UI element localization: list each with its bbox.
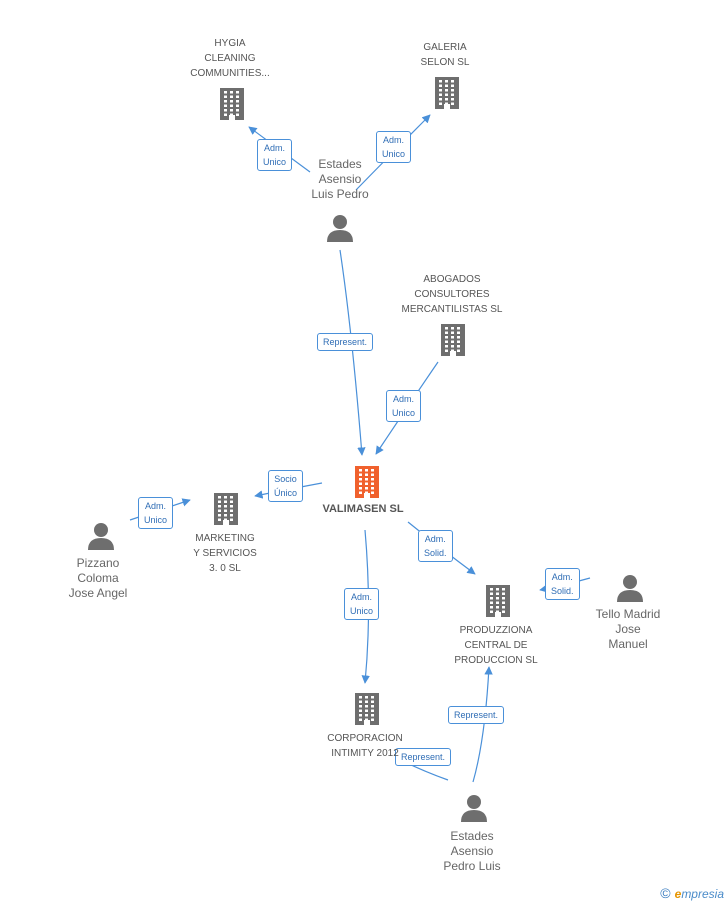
edge-label-valimasen-to-marketing[interactable]: Socio Único (268, 470, 304, 502)
tello-person-icon[interactable] (617, 575, 643, 602)
edge-estades_pedro-to-produzziona (472, 666, 493, 783)
galeria-building-icon[interactable] (435, 77, 459, 109)
node-label-pizzano[interactable]: Pizzano Coloma Jose Angel (68, 556, 128, 600)
estades_luis-person-icon[interactable] (327, 215, 353, 242)
node-label-estades_pedro[interactable]: Estades Asensio Pedro Luis (443, 829, 501, 873)
node-label-galeria[interactable]: GALERIA SELON SL (420, 42, 470, 68)
node-label-estades_luis[interactable]: Estades Asensio Luis Pedro (311, 157, 369, 201)
marketing-building-icon[interactable] (214, 493, 238, 525)
edge-label-estades_luis-to-galeria[interactable]: Adm. Unico (376, 131, 412, 163)
estades_pedro-person-icon[interactable] (461, 795, 487, 822)
edge-label-valimasen-to-produzziona[interactable]: Adm. Solid. (418, 530, 453, 562)
edge-label-pizzano-to-marketing[interactable]: Adm. Unico (138, 497, 174, 529)
edge-label-estades_luis-to-hygia[interactable]: Adm. Unico (257, 139, 293, 171)
edge-label-tello-to-produzziona[interactable]: Adm. Solid. (545, 568, 580, 600)
brand-logo-text: mpresia (681, 887, 724, 901)
node-label-hygia[interactable]: HYGIA CLEANING COMMUNITIES... (190, 38, 270, 79)
hygia-building-icon[interactable] (220, 88, 244, 120)
footer-brand: ©empresia (660, 885, 724, 901)
node-label-tello[interactable]: Tello Madrid Jose Manuel (595, 607, 661, 651)
edge-estades_luis-to-valimasen (339, 249, 366, 456)
node-label-produzziona[interactable]: PRODUZZIONA CENTRAL DE PRODUCCION SL (454, 625, 538, 666)
corporacion-building-icon[interactable] (355, 693, 379, 725)
node-label-marketing[interactable]: MARKETING Y SERVICIOS 3. 0 SL (193, 533, 257, 574)
edge-label-estades_pedro-to-corporacion[interactable]: Represent. (395, 748, 452, 766)
pizzano-person-icon[interactable] (88, 523, 114, 550)
node-label-abogados[interactable]: ABOGADOS CONSULTORES MERCANTILISTAS SL (401, 274, 503, 315)
edge-label-estades_pedro-to-produzziona[interactable]: Represent. (448, 706, 505, 724)
node-label-corporacion[interactable]: CORPORACION INTIMITY 2012 (327, 733, 403, 759)
edge-label-estades_luis-to-valimasen[interactable]: Represent. (317, 333, 374, 351)
copyright-symbol: © (660, 885, 671, 901)
edge-label-abogados-to-valimasen[interactable]: Adm. Unico (386, 390, 422, 422)
edge-label-valimasen-to-corporacion[interactable]: Adm. Unico (344, 588, 380, 620)
valimasen-building-icon[interactable] (355, 466, 379, 498)
abogados-building-icon[interactable] (441, 324, 465, 356)
node-label-valimasen[interactable]: VALIMASEN SL (322, 503, 404, 515)
produzziona-building-icon[interactable] (486, 585, 510, 617)
brand-logo-e: e (674, 887, 682, 901)
